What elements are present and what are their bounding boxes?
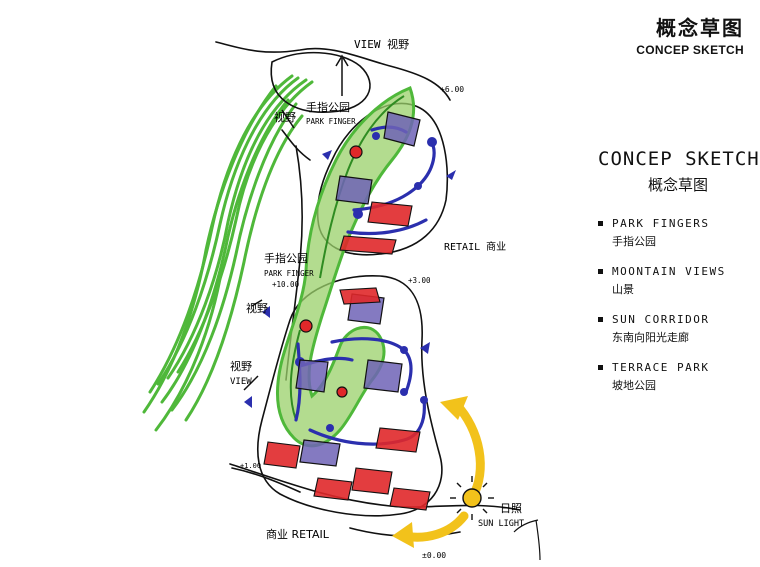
label-park-finger-en-2: PARK FINGER (264, 269, 314, 278)
sketch-corner-line (513, 519, 541, 561)
park-finger-green (276, 86, 416, 448)
legend-list: PARK FINGERS 手指公园 MOONTAIN VIEWS 山景 SUN … (598, 217, 760, 393)
label-park-finger-en-1: PARK FINGER (306, 117, 356, 126)
bullet-square-icon (598, 269, 603, 274)
buildings-red (263, 201, 431, 511)
label-shiye-2: 视野 (246, 301, 268, 315)
label-retail-right: RETAIL 商业 (444, 240, 506, 253)
label-view-top: VIEW 视野 (354, 37, 409, 51)
label-elev-100: +1.00 (240, 462, 261, 470)
label-elev-600: +6.00 (440, 85, 464, 94)
legend-item-terrace-park: TERRACE PARK 坡地公园 (598, 361, 760, 393)
bullet-square-icon (598, 365, 603, 370)
view-arrows (243, 54, 349, 391)
legend-item-en: SUN CORRIDOR (612, 313, 710, 326)
legend-item-mountain-views: MOONTAIN VIEWS 山景 (598, 265, 760, 297)
legend-title: CONCEP SKETCH (598, 148, 760, 170)
legend-item-en: MOONTAIN VIEWS (612, 265, 726, 278)
label-shiye-1: 视野 (274, 110, 296, 124)
blue-arrows (244, 150, 456, 408)
legend-item-park-fingers: PARK FINGERS 手指公园 (598, 217, 760, 249)
label-sun-en: SUN LIGHT (478, 519, 524, 529)
legend-item-en: PARK FINGERS (612, 217, 710, 230)
label-retail-bottom: 商业 RETAIL (266, 527, 330, 541)
label-elev-000: ±0.00 (422, 551, 446, 560)
legend-item-sun-corridor: SUN CORRIDOR 东南向阳光走廊 (598, 313, 760, 345)
sun-icon (450, 476, 494, 520)
bullet-square-icon (598, 221, 603, 226)
sun-corridor-arrows (392, 396, 485, 548)
legend-item-cn: 山景 (612, 283, 634, 296)
label-shiye-3: 视野 (230, 359, 252, 373)
blue-nodes (295, 132, 437, 432)
legend: CONCEP SKETCH 概念草图 PARK FINGERS 手指公园 MOO… (598, 148, 760, 409)
legend-subtitle: 概念草图 (648, 176, 709, 194)
legend-item-cn: 东南向阳光走廊 (612, 331, 689, 344)
legend-item-en: TERRACE PARK (612, 361, 710, 374)
bullet-square-icon (598, 317, 603, 322)
label-elev-1000: +10.00 (272, 280, 300, 289)
label-park-finger-cn-1: 手指公园 (306, 100, 350, 114)
label-view-left: VIEW (230, 377, 252, 387)
mountain-green-strokes (142, 74, 314, 432)
header: 概念草图 CONCEP SKETCH (636, 12, 744, 57)
label-sun-cn: 日照 (500, 502, 522, 515)
page-title-en: CONCEP SKETCH (636, 43, 744, 57)
legend-item-cn: 手指公园 (612, 235, 656, 248)
label-elev-300: +3.00 (408, 276, 431, 285)
buildings-purple (295, 111, 421, 467)
page-title-cn: 概念草图 (656, 16, 744, 40)
legend-item-cn: 坡地公园 (612, 379, 656, 392)
label-park-finger-cn-2: 手指公园 (264, 251, 308, 265)
